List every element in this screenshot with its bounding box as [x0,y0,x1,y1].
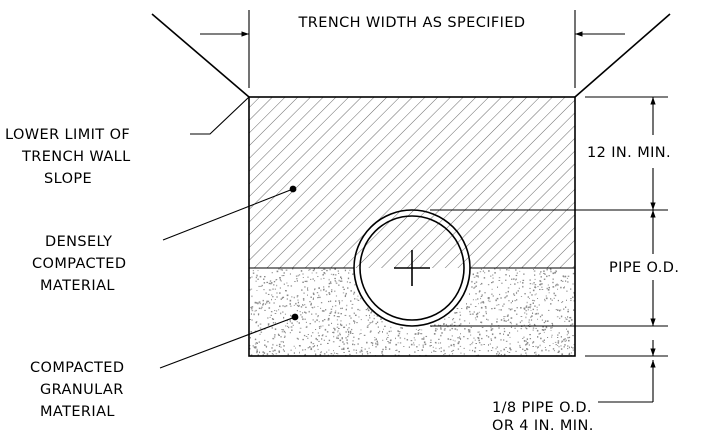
pipe-inner [359,215,465,321]
slope-line-left [151,13,250,98]
twelve-in-label: 12 IN. MIN. [587,145,671,161]
slope-line-right [574,13,671,98]
densely-compacted-zone [249,97,575,268]
granular-line-2: GRANULAR [40,382,124,398]
bedding-label-1: 1/8 PIPE O.D. [492,400,592,416]
trench-width-label: TRENCH WIDTH AS SPECIFIED [298,15,526,31]
granular-leader [159,316,296,369]
lower-limit-line-2: TRENCH WALL [21,149,131,165]
trench-outline [248,96,576,357]
densely-leader-dot [289,185,297,193]
granular-zone [249,268,575,356]
lower-limit-leader [190,96,250,135]
densely-line-2: COMPACTED [32,256,126,272]
densely-line-3: MATERIAL [40,278,115,294]
bedding-label-2: OR 4 IN. MIN. [492,418,594,434]
granular-leader-dot [291,313,299,321]
granular-line-1: COMPACTED [30,360,124,376]
densely-leader [162,188,294,241]
densely-line-1: DENSELY [45,234,112,250]
granular-line-3: MATERIAL [40,404,115,420]
lower-limit-line-1: LOWER LIMIT OF [5,127,130,143]
lower-limit-line-3: SLOPE [44,171,92,187]
pipe-od-label: PIPE O.D. [609,260,679,276]
